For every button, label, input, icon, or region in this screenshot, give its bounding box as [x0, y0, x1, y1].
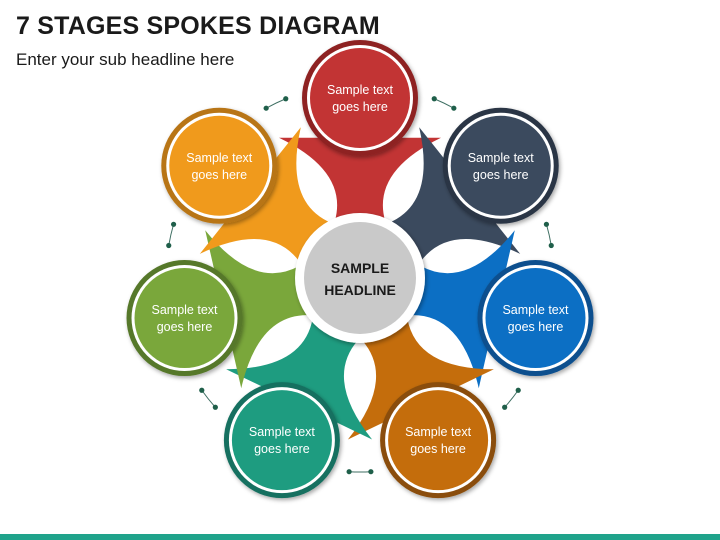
stage-teal: Sample text goes here	[223, 382, 340, 499]
connector-dot	[543, 221, 550, 227]
center-headline-line1: SAMPLE	[331, 260, 389, 276]
stage-circle	[134, 268, 235, 369]
center-hub-circle	[304, 222, 416, 334]
connector-arc	[201, 389, 216, 408]
connector-dot	[431, 96, 437, 102]
spoke-green	[205, 230, 311, 389]
connector-dot	[199, 387, 205, 393]
spokes	[199, 127, 521, 440]
stage-circle	[310, 48, 410, 148]
stage-text-line2: goes here	[157, 320, 213, 334]
connector-dot	[263, 105, 269, 111]
stage-text-line1: Sample text	[327, 83, 394, 97]
stage-text-line2: goes here	[191, 168, 247, 182]
stage-text-line2: goes here	[508, 320, 564, 334]
connector-arc	[434, 98, 455, 109]
connector-arc	[504, 389, 519, 408]
stage-text-line1: Sample text	[249, 425, 316, 439]
stage-text-line1: Sample text	[152, 303, 219, 317]
stage-red: Sample text goes here	[302, 40, 418, 156]
connector-dot	[212, 404, 218, 410]
connector-dot	[502, 404, 508, 410]
connector-dot	[170, 221, 177, 227]
stage-text-line1: Sample text	[468, 151, 535, 165]
stage-text-line1: Sample text	[502, 303, 569, 317]
stage-circle	[485, 268, 586, 369]
stage-navy: Sample text goes here	[442, 107, 559, 224]
stage-text-line2: goes here	[332, 100, 388, 114]
spoke-red	[279, 137, 441, 222]
connector-arc	[265, 98, 286, 109]
connector-arc	[168, 224, 175, 246]
stage-green: Sample text goes here	[126, 260, 243, 377]
slide-title: 7 STAGES SPOKES DIAGRAM	[16, 12, 380, 40]
spoke-teal	[226, 318, 373, 440]
connector-dot	[548, 242, 554, 249]
stage-text-line2: goes here	[254, 442, 310, 456]
connector-dot	[346, 469, 352, 475]
stage-text-line1: Sample text	[405, 425, 472, 439]
connector-arc	[545, 224, 552, 246]
stage-orange: Sample text goes here	[161, 107, 278, 224]
stage-text-line1: Sample text	[186, 151, 253, 165]
stage-circle	[231, 390, 332, 491]
slide-subtitle: Enter your sub headline here	[16, 50, 235, 69]
stage-circle	[388, 390, 489, 491]
connector-dot	[368, 469, 374, 475]
spoke-blue	[409, 230, 515, 389]
spoke-brown	[347, 318, 494, 440]
connector-dot	[283, 96, 289, 102]
stage-text-line2: goes here	[410, 442, 466, 456]
connector-dot	[451, 105, 457, 111]
stage-brown: Sample text goes here	[380, 382, 497, 499]
stage-circle	[169, 115, 270, 216]
connector-ring	[166, 96, 554, 475]
stage-blue: Sample text goes here	[477, 260, 594, 377]
accent-bar	[0, 534, 720, 540]
stage-text-line2: goes here	[473, 168, 529, 182]
connector-dot	[515, 387, 521, 393]
connector-dot	[166, 242, 172, 249]
stage-circle	[450, 115, 551, 216]
center-hub: SAMPLE HEADLINE	[295, 213, 425, 343]
center-headline-line2: HEADLINE	[324, 282, 396, 298]
